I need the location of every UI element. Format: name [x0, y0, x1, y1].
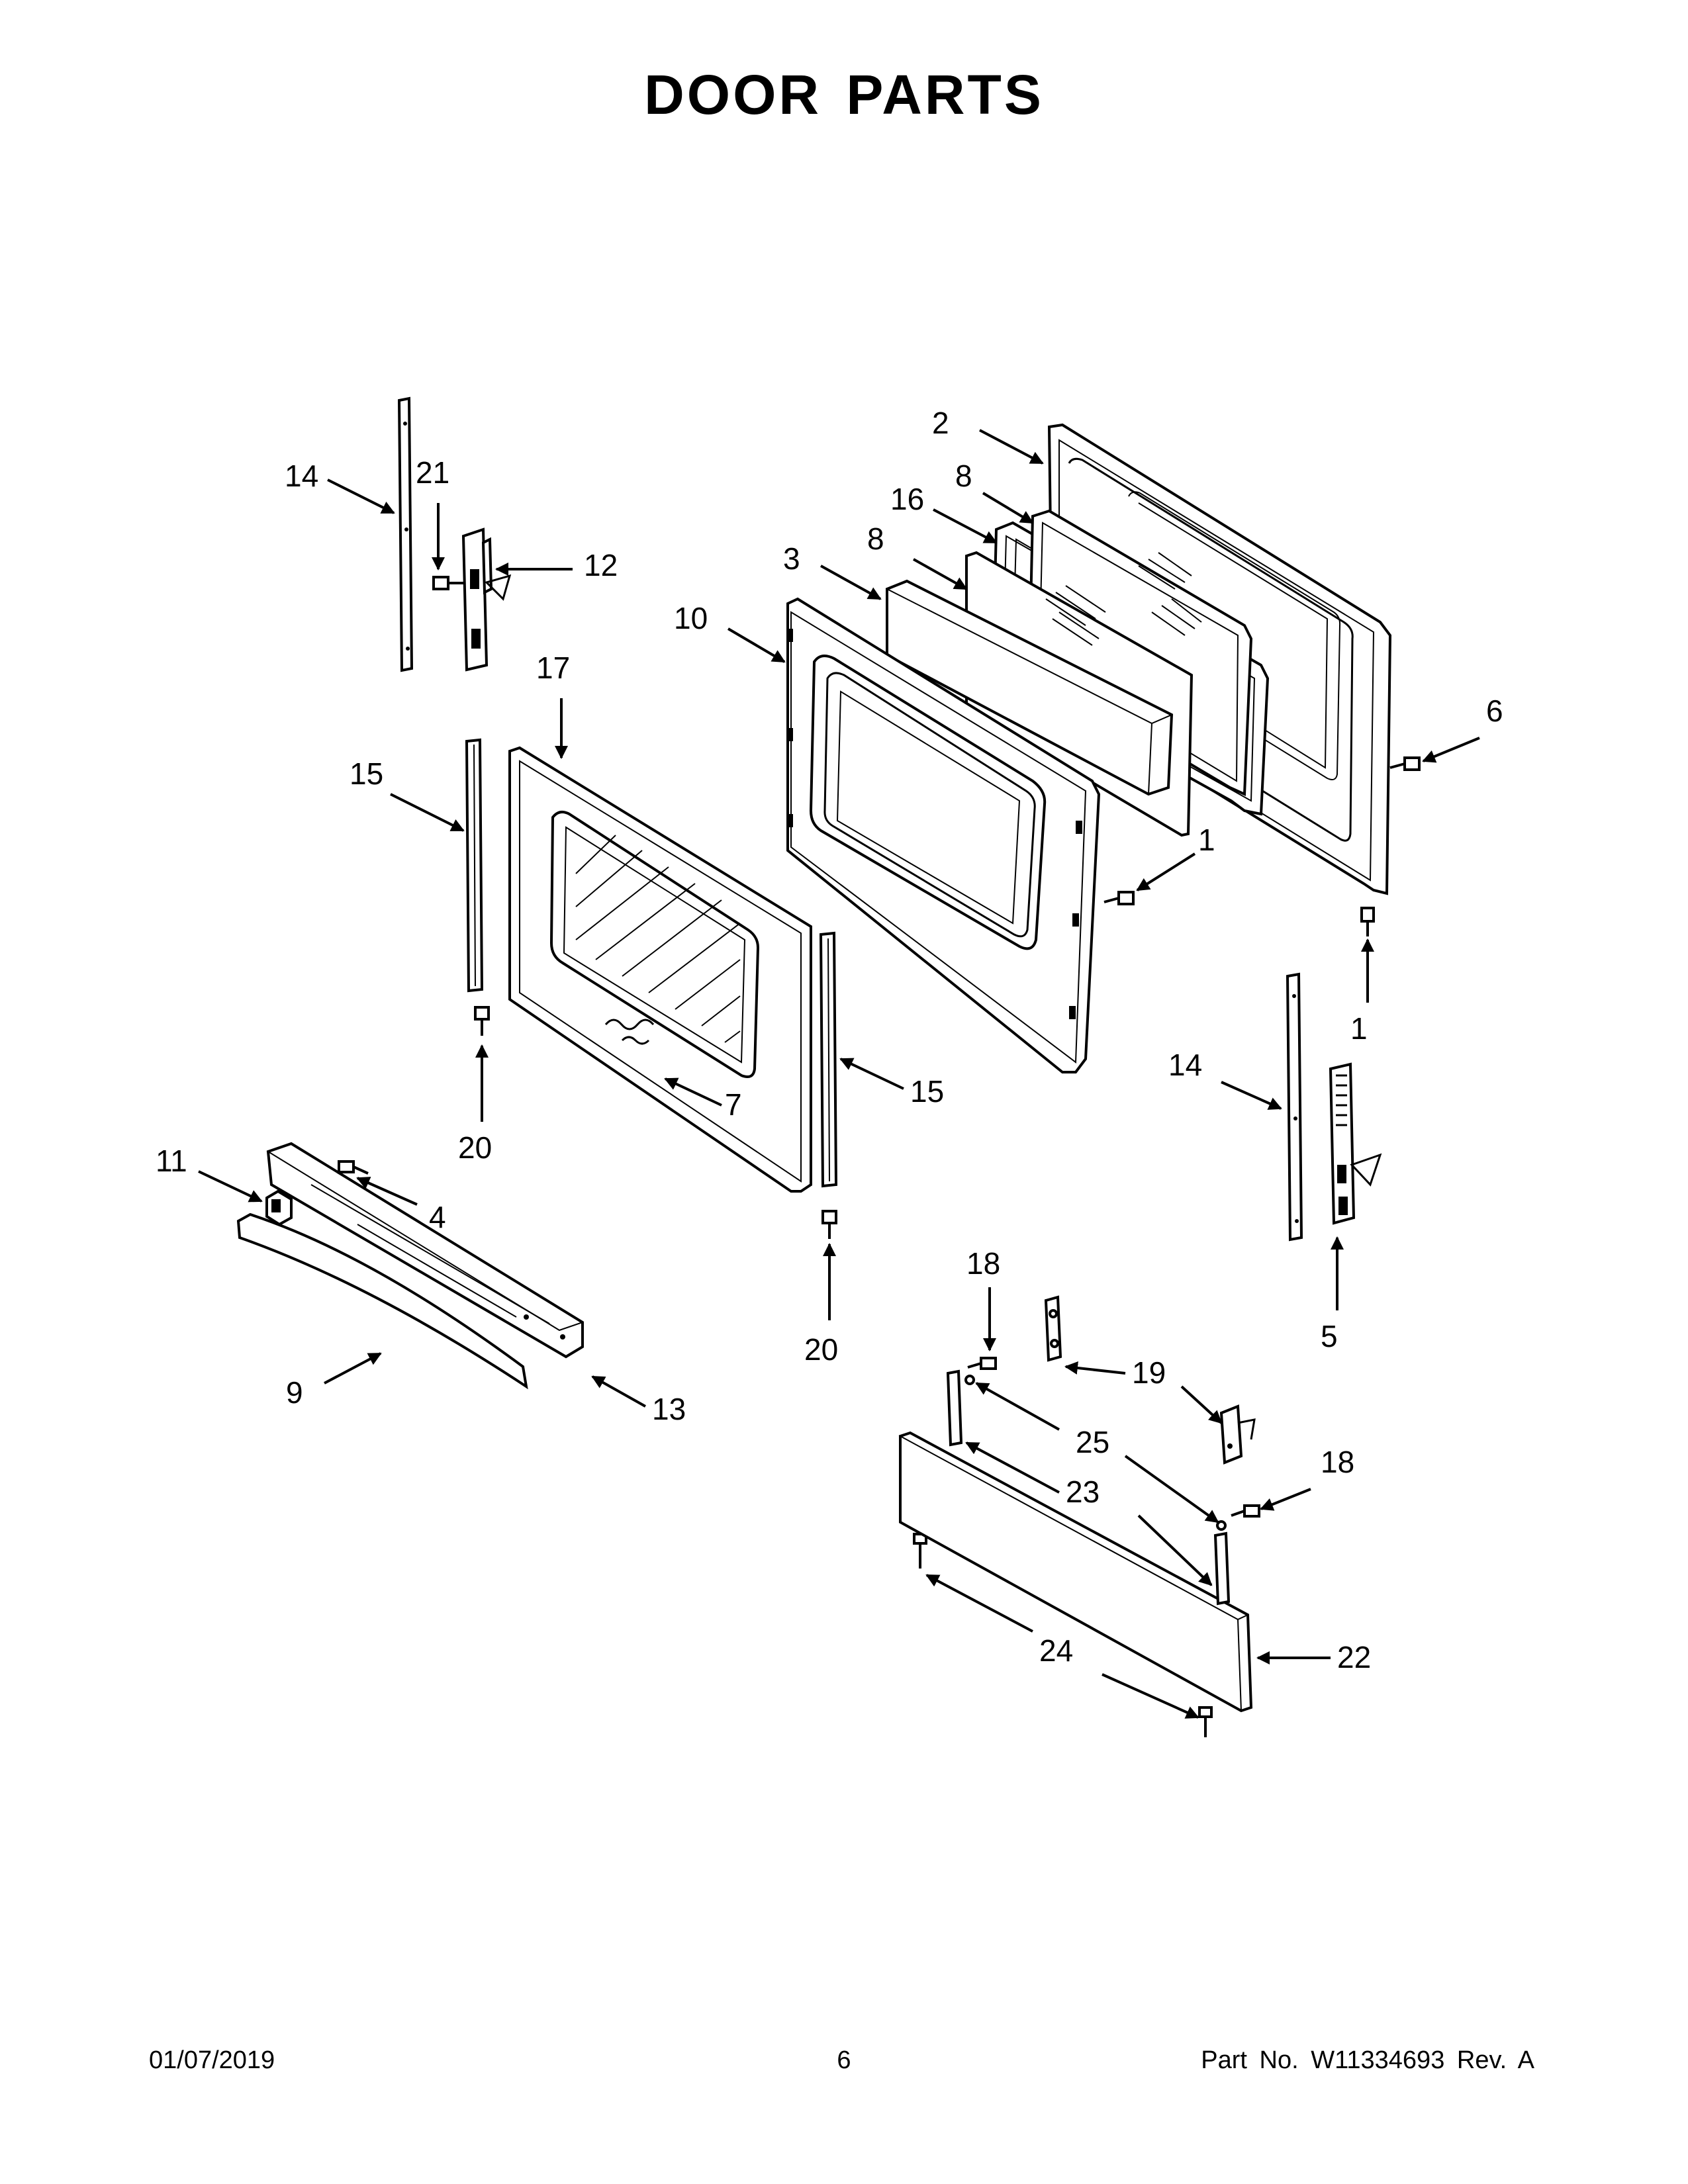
screw-21 [432, 576, 463, 590]
callout-18-left: 18 [966, 1246, 1000, 1281]
spacer-25-left [964, 1375, 975, 1385]
callout-24: 24 [1039, 1633, 1073, 1668]
callout-3: 3 [783, 541, 800, 576]
callout-19: 19 [1132, 1355, 1166, 1390]
callout-2: 2 [932, 406, 949, 440]
callout-8-second: 8 [867, 522, 884, 556]
callout-11: 11 [156, 1144, 187, 1178]
callout-22: 22 [1337, 1640, 1371, 1674]
callout-15-right: 15 [910, 1074, 944, 1109]
callout-21: 21 [416, 455, 449, 490]
screw-6 [1389, 756, 1421, 771]
door-handle [236, 1212, 528, 1390]
footer-page-number: 6 [837, 2046, 851, 2074]
callout-20-left: 20 [458, 1130, 492, 1165]
callout-23: 23 [1066, 1475, 1100, 1509]
callout-20-right: 20 [804, 1332, 838, 1367]
screw-24-left [913, 1533, 927, 1569]
footer-part-number: Part No. W11334693 Rev. A [1201, 2046, 1534, 2074]
drawer-slide-bracket [1219, 1404, 1256, 1465]
screw-4 [338, 1160, 369, 1175]
spacer-25-right [1216, 1520, 1227, 1531]
screw-20-right [821, 1210, 837, 1239]
screw-20-left [474, 1006, 490, 1036]
handle-end-cap [265, 1189, 293, 1226]
outer-door-panel [508, 746, 812, 1193]
screw-1-side [1103, 891, 1135, 905]
callout-13: 13 [652, 1392, 686, 1426]
callout-17: 17 [536, 651, 570, 685]
callout-12: 12 [584, 548, 618, 582]
leader-lines [198, 429, 1480, 1719]
callout-7: 7 [725, 1087, 742, 1122]
callout-14-upper: 14 [285, 459, 318, 493]
callout-6: 6 [1486, 694, 1503, 728]
callout-labels: 2 8 16 8 3 10 6 1 1 14 21 12 17 15 20 7 … [156, 406, 1503, 1674]
door-hinge-left [461, 527, 512, 672]
door-side-trim-right [819, 931, 838, 1188]
screw-1-bottom [1360, 907, 1375, 936]
drawer-slide-clip [1044, 1295, 1062, 1362]
drawer-bracket-right [1213, 1531, 1231, 1606]
hinge-receptacle-left [397, 396, 414, 672]
hinge-receptacle-right [1286, 972, 1303, 1242]
callout-5: 5 [1321, 1319, 1338, 1353]
callout-10: 10 [674, 601, 708, 635]
door-liner [786, 597, 1101, 1073]
screw-18-right [1231, 1504, 1260, 1518]
drawer-bracket-left [946, 1369, 963, 1447]
brand-logo-icon [604, 1019, 655, 1045]
callout-18-right: 18 [1321, 1445, 1354, 1479]
callout-15-left: 15 [350, 756, 383, 791]
door-hinge-right [1329, 1062, 1382, 1225]
callout-1-side: 1 [1198, 823, 1215, 857]
callout-25: 25 [1076, 1425, 1109, 1459]
door-side-trim-left [465, 738, 484, 993]
door-handle-assembly [266, 1142, 585, 1359]
callout-16: 16 [890, 482, 924, 516]
callout-4: 4 [429, 1200, 446, 1234]
callout-14-lower: 14 [1168, 1048, 1202, 1082]
footer-date: 01/07/2019 [149, 2046, 275, 2074]
callout-9: 9 [286, 1375, 303, 1410]
callout-1-bottom: 1 [1350, 1011, 1368, 1046]
screw-18-left [967, 1357, 997, 1370]
drawer-front-panel [898, 1431, 1253, 1713]
callout-8: 8 [955, 459, 972, 493]
page-title: DOOR PARTS [644, 64, 1044, 126]
screw-24-right [1198, 1706, 1213, 1737]
